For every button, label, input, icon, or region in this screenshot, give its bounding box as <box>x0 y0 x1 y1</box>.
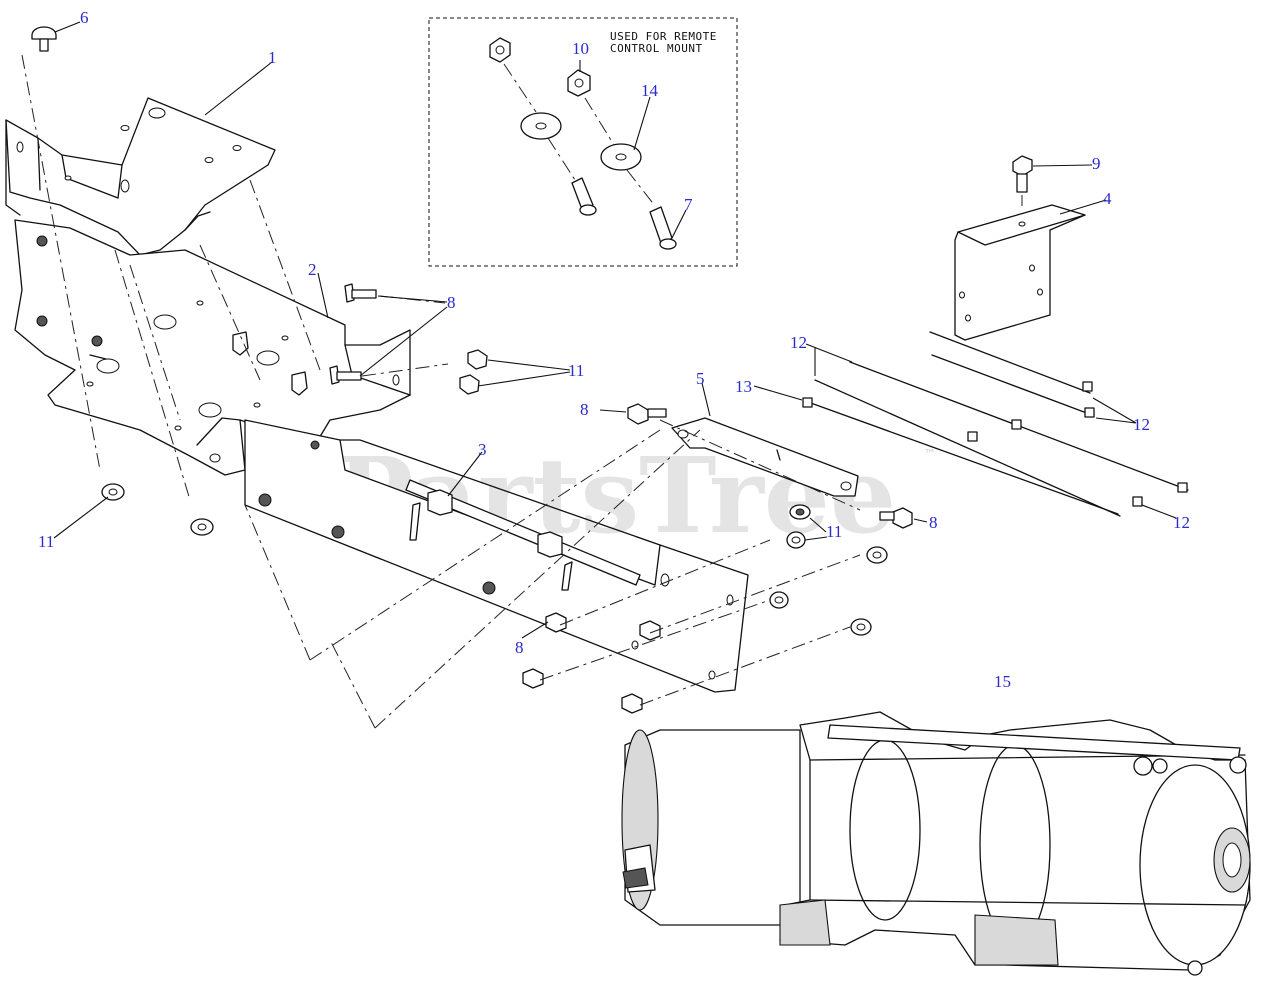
part-5-bracket <box>671 417 859 497</box>
callout-11-right: 11 <box>826 522 842 541</box>
callout-14: 14 <box>641 81 659 100</box>
callout-5: 5 <box>696 369 705 388</box>
callout-3: 3 <box>478 440 487 459</box>
callout-4: 4 <box>1103 189 1112 208</box>
callout-1: 1 <box>268 48 277 67</box>
part-3-shaft-bracket <box>244 419 749 693</box>
callout-7: 7 <box>684 195 693 214</box>
callout-8-plate: 8 <box>447 293 456 312</box>
assembly-lines <box>21 54 1023 729</box>
callout-10: 10 <box>572 39 589 58</box>
cable-ties <box>802 331 1189 517</box>
part-1-console-bracket <box>5 97 276 256</box>
callout-8-right: 8 <box>929 513 938 532</box>
callout-labels: 6 1 2 8 11 11 3 8 5 13 12 12 12 8 11 8 1… <box>38 8 1190 691</box>
callout-8-mid: 8 <box>580 400 589 419</box>
part-4-winch-bracket <box>954 204 1086 341</box>
callout-6: 6 <box>80 8 89 27</box>
inset-note-line1: USED FOR REMOTE <box>610 30 717 43</box>
callout-12-bottom: 12 <box>1173 513 1190 532</box>
callout-2: 2 <box>308 260 317 279</box>
callout-15: 15 <box>994 672 1011 691</box>
part-2-main-plate <box>14 219 411 476</box>
callout-12-top: 12 <box>790 333 807 352</box>
leaders <box>53 21 1177 639</box>
callout-9: 9 <box>1092 154 1101 173</box>
callout-11-plate: 11 <box>568 361 584 380</box>
callout-8-lower: 8 <box>515 638 524 657</box>
callout-12-right: 12 <box>1133 415 1150 434</box>
callout-13: 13 <box>735 377 752 396</box>
inset-note-line2: CONTROL MOUNT <box>610 42 703 55</box>
remote-mount-inset: USED FOR REMOTE CONTROL MOUNT <box>428 17 738 267</box>
part-15-winch <box>621 711 1251 976</box>
watermark-trademark: ™ <box>924 447 936 461</box>
callout-11-left: 11 <box>38 532 54 551</box>
